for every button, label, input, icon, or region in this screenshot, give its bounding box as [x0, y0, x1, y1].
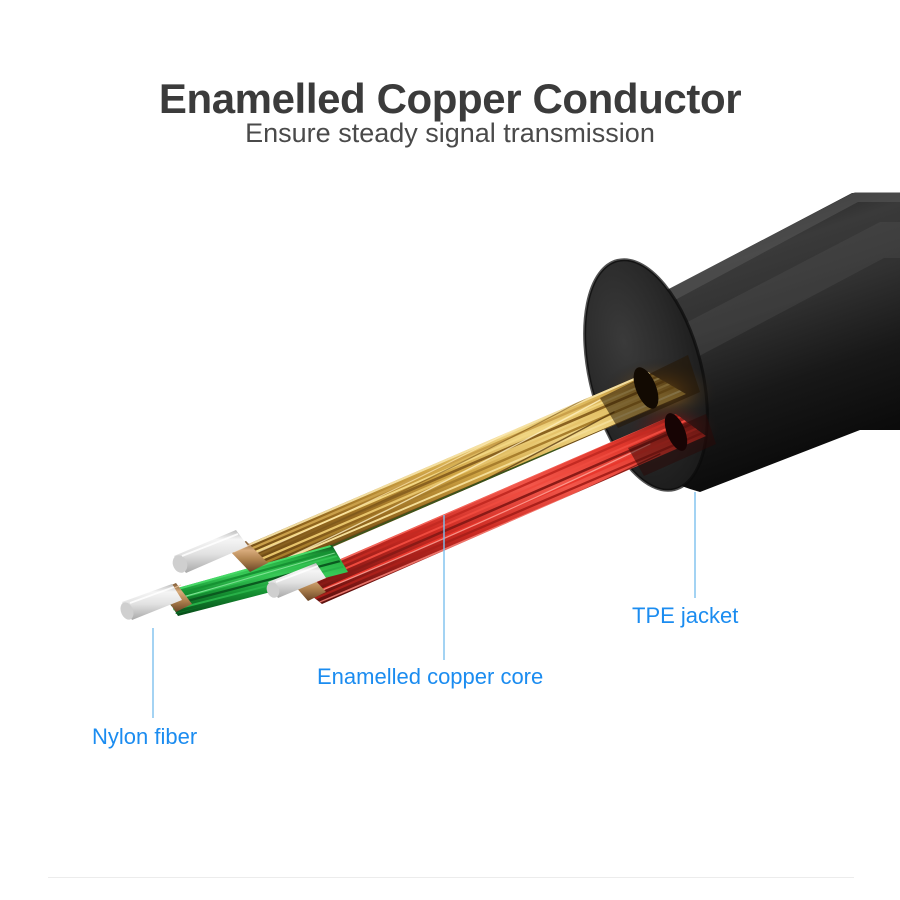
callout-label-nylon-fiber: Nylon fiber — [92, 724, 198, 749]
red-conductor-bundle — [292, 413, 716, 604]
callout-label-enamelled-copper-core: Enamelled copper core — [317, 664, 544, 689]
callout-leader-lines — [152, 492, 696, 718]
page-subtitle: Ensure steady signal transmission — [245, 118, 655, 148]
page-title: Enamelled Copper Conductor — [158, 75, 742, 123]
callout-label-tpe-jacket: TPE jacket — [632, 603, 739, 628]
nylon-fiber-rods — [120, 530, 326, 620]
green-conductor-bundle — [163, 545, 348, 616]
bottom-divider — [48, 877, 854, 878]
